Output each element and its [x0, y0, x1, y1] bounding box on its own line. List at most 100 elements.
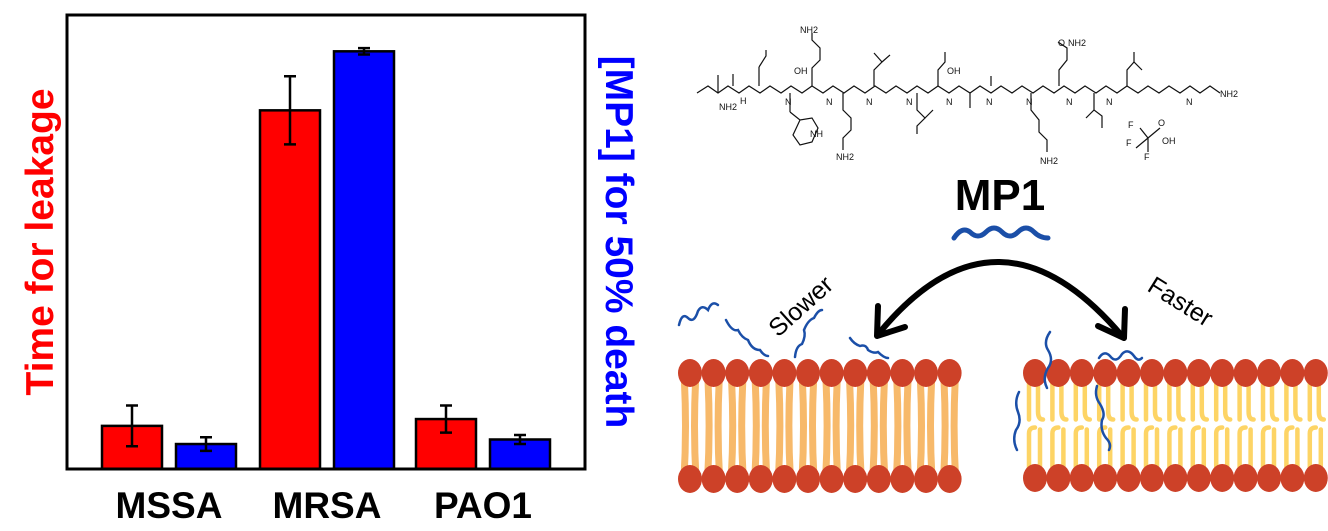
lipid-tail [774, 372, 794, 480]
lipid-tail [1050, 380, 1069, 471]
lipid-tail [680, 372, 700, 480]
lipid-tail [1284, 380, 1303, 471]
lipid-head [678, 359, 702, 387]
lipid-head [937, 465, 962, 493]
lipid-tail [1167, 380, 1186, 471]
peptide-icon [1097, 350, 1144, 361]
lipid-head [1280, 464, 1305, 492]
lipid-head [1069, 359, 1094, 387]
lipid-tail [1260, 380, 1280, 471]
lipid [748, 359, 773, 493]
lipid-tail [1143, 380, 1163, 471]
lipid-head [748, 465, 773, 493]
lipid [1233, 359, 1258, 492]
lipid-head [725, 465, 750, 493]
x-tick-label: MRSA [273, 485, 382, 526]
lipid-head [701, 359, 726, 387]
error-bar [358, 46, 370, 56]
lipid-tail [1120, 380, 1139, 471]
double-headed-arrow-icon [874, 259, 1128, 341]
lipid-head [914, 359, 938, 387]
lipid-tail [1190, 380, 1210, 471]
lipid-tail [1237, 380, 1256, 471]
lipid-tail [1026, 380, 1046, 471]
mp1-chemical-structure [696, 33, 1221, 152]
lipid [1303, 359, 1328, 492]
lipid [772, 359, 797, 493]
svg-text:NH2: NH2 [1040, 156, 1058, 166]
peptide-icon [677, 302, 720, 327]
lipid-head [1186, 464, 1211, 492]
error-bar [284, 75, 296, 146]
x-tick-label: PAO1 [434, 485, 532, 526]
lipid [937, 359, 962, 493]
lipid [1163, 359, 1188, 492]
lipid-head [819, 465, 844, 493]
lipid-head [772, 465, 797, 493]
lipid [725, 359, 750, 493]
lipid-head [843, 465, 868, 493]
lipid-head [1210, 359, 1235, 387]
lipid-head [1210, 464, 1235, 492]
peptide-squiggle-icon [951, 225, 1051, 241]
lipid [890, 359, 915, 493]
lipid-head [701, 465, 726, 493]
peptide-icon [793, 308, 824, 359]
y-axis-label-right: [MP1] for 50% death [597, 56, 640, 429]
error-bar [126, 404, 138, 448]
lipid-head [1046, 464, 1071, 492]
lipid [1257, 359, 1281, 492]
y-axis-label-left: Time for leakage [19, 88, 62, 395]
peptide-icon [848, 336, 890, 360]
svg-text:N: N [1026, 97, 1033, 107]
lipid-head [914, 465, 938, 493]
lipid [701, 359, 726, 493]
compound-label: MP1 [955, 171, 1045, 220]
svg-text:O: O [1158, 118, 1165, 128]
lipid [819, 359, 844, 493]
svg-text:N: N [826, 97, 833, 107]
lipid [1023, 359, 1047, 492]
lipid-tail [940, 372, 960, 480]
lipid [1046, 359, 1071, 492]
lipid-tail [916, 372, 936, 480]
svg-text:N: N [785, 97, 792, 107]
svg-text:N: N [1066, 97, 1073, 107]
lipid-head [1257, 359, 1281, 387]
svg-text:NH2: NH2 [719, 102, 737, 112]
lipid [1093, 359, 1118, 492]
lipid-head [1069, 464, 1094, 492]
lipid-tail [751, 372, 771, 480]
bar-chart: MSSA MRSA PAO1 Time for leakage [MP1] fo… [19, 13, 640, 526]
lipid-tail [727, 372, 747, 480]
svg-text:F: F [1128, 120, 1134, 130]
lipid-head [1233, 464, 1258, 492]
lipid [914, 359, 938, 493]
left-peptides [677, 302, 890, 360]
svg-text:NH2: NH2 [800, 25, 818, 35]
lipid-tail [869, 372, 889, 480]
svg-text:N: N [1106, 97, 1113, 107]
lipid-tail [704, 372, 724, 480]
lipid-head [937, 359, 962, 387]
plot-frame [65, 13, 587, 471]
x-tick-labels: MSSA MRSA PAO1 [116, 485, 532, 526]
lipid-head [1023, 464, 1047, 492]
peptide-icon [1094, 384, 1112, 452]
svg-text:OH: OH [1162, 136, 1176, 146]
lipid-head [1303, 359, 1328, 387]
lipid-head [1303, 464, 1328, 492]
lipid-head [678, 465, 702, 493]
bars-layer [100, 46, 552, 471]
lipid-head [725, 359, 750, 387]
lipid [843, 359, 868, 493]
lipid [866, 359, 891, 493]
error-bar [514, 433, 526, 446]
svg-text:N: N [1186, 97, 1193, 107]
lipid-head [1186, 359, 1211, 387]
svg-text:O: O [1058, 38, 1065, 48]
bar-mrsa-leakage [258, 109, 322, 471]
svg-text:N: N [866, 97, 873, 107]
lipid-head [1163, 359, 1188, 387]
